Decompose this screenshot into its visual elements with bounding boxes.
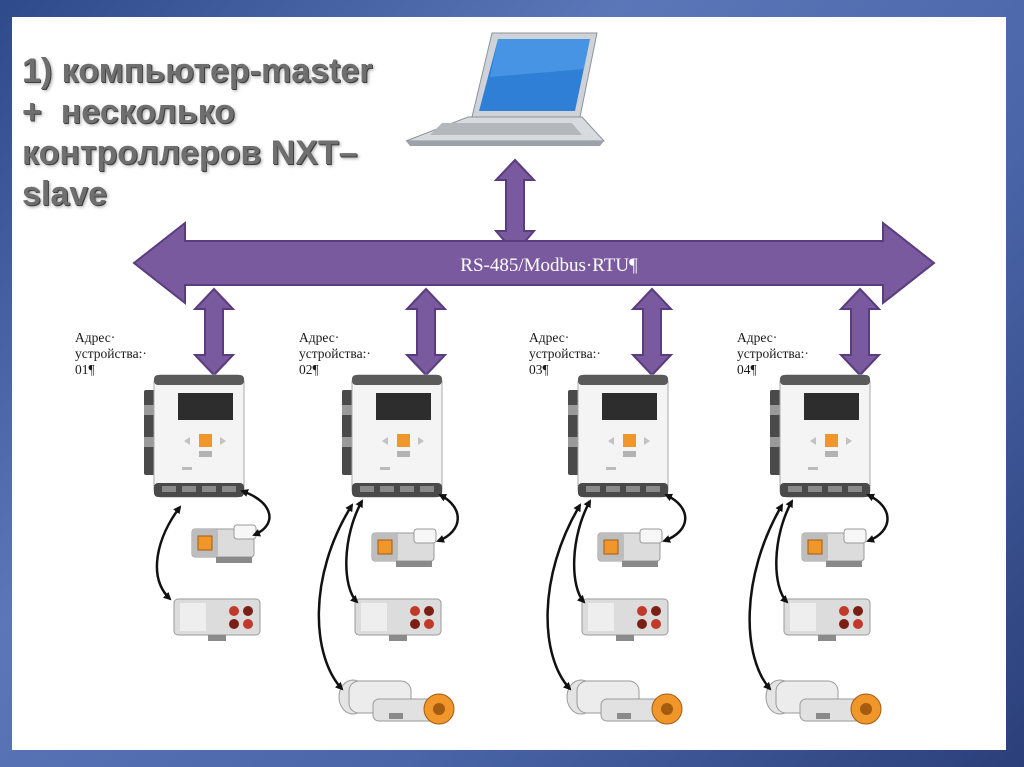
light-sensor-icon [581, 598, 669, 642]
address-line: Адрес· [737, 330, 778, 345]
address-line: 04¶ [737, 362, 757, 377]
light-sensor-icon [354, 598, 442, 642]
nxt-brick-icon [567, 374, 669, 498]
address-line: Адрес· [75, 330, 116, 345]
nxt-brick-icon [769, 374, 871, 498]
title-line: 1) компьютер-master [22, 52, 373, 90]
title-line: + несколько [22, 93, 235, 131]
device-arrow [404, 287, 448, 377]
rs485-bus-arrow: RS-485/Modbus·RTU¶ [132, 220, 936, 306]
laptop-bus-arrow [493, 158, 537, 255]
address-line: 03¶ [529, 362, 549, 377]
device-arrow [192, 287, 236, 377]
touch-sensor-icon [597, 528, 663, 568]
servo-motor-icon [566, 679, 683, 725]
device-address-04: Адрес· устройства:· 04¶ [737, 330, 809, 378]
servo-motor-icon [765, 679, 882, 725]
address-line: устройства:· [299, 346, 371, 361]
touch-sensor-icon [371, 528, 437, 568]
light-sensor-icon [173, 598, 261, 642]
address-line: устройства:· [75, 346, 147, 361]
address-line: Адрес· [299, 330, 340, 345]
address-line: устройства:· [737, 346, 809, 361]
title-line: контроллеров NXT– [22, 134, 358, 172]
touch-sensor-icon [191, 524, 257, 564]
bus-label: RS-485/Modbus·RTU¶ [460, 255, 638, 276]
touch-sensor-icon [801, 528, 867, 568]
slide-title: 1) компьютер-master + несколько контролл… [22, 51, 373, 215]
address-line: Адрес· [529, 330, 570, 345]
laptop-icon [405, 32, 606, 146]
device-address-01: Адрес· устройства:· 01¶ [75, 330, 147, 378]
light-sensor-icon [783, 598, 871, 642]
device-arrow [630, 287, 674, 377]
servo-motor-icon [338, 679, 455, 725]
device-address-03: Адрес· устройства:· 03¶ [529, 330, 601, 378]
nxt-brick-icon [341, 374, 443, 498]
address-line: устройства:· [529, 346, 601, 361]
address-line: 01¶ [75, 362, 95, 377]
nxt-brick-icon [143, 374, 245, 498]
slide: RS-485/Modbus·RTU¶ [12, 17, 1006, 750]
network-diagram: RS-485/Modbus·RTU¶ [132, 32, 936, 725]
device-address-02: Адрес· устройства:· 02¶ [299, 330, 371, 378]
title-line: slave [22, 175, 108, 213]
address-line: 02¶ [299, 362, 319, 377]
device-arrow [838, 287, 882, 377]
